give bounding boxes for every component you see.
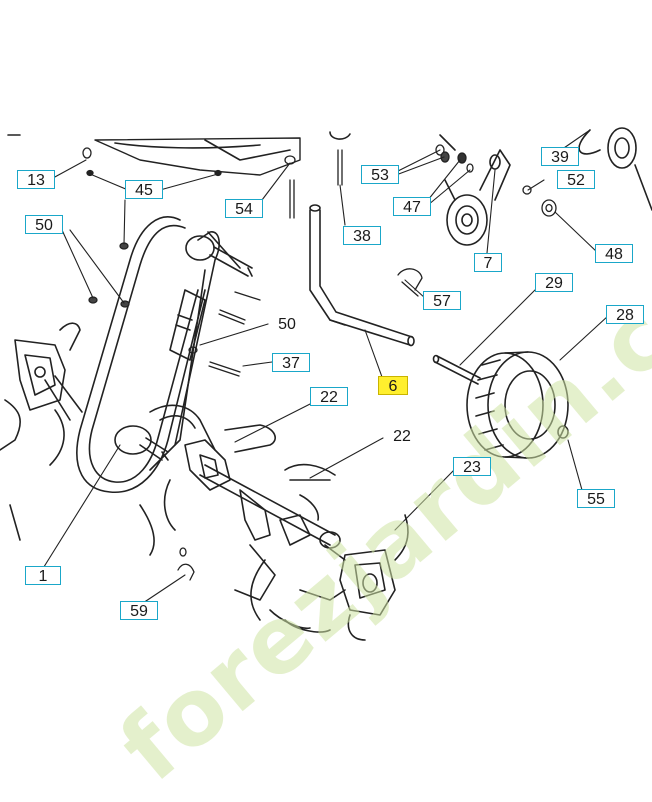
callout-54: 54 [225, 199, 263, 218]
callout-52: 52 [557, 170, 595, 189]
left-tines [0, 322, 83, 541]
callout-47: 47 [393, 197, 431, 216]
callout-1: 1 [25, 566, 61, 585]
callout-22-lower: 22 [393, 428, 411, 445]
right-tines [284, 514, 409, 641]
hardware [82, 144, 557, 581]
callout-6: 6 [378, 376, 408, 395]
callout-37: 37 [272, 353, 310, 372]
callout-23: 23 [453, 457, 491, 476]
leader-lines [41, 129, 609, 606]
wheel-pin-29 [432, 354, 481, 385]
callout-50-center: 50 [278, 316, 296, 333]
callout-57: 57 [423, 291, 461, 310]
callout-22-upper: 22 [310, 387, 348, 406]
callout-59: 59 [120, 601, 158, 620]
tensioner-pulley-7 [444, 149, 511, 246]
top-frame-fragments [7, 127, 652, 211]
callout-48: 48 [595, 244, 633, 263]
callout-39: 39 [541, 147, 579, 166]
transport-wheel-28 [466, 351, 569, 459]
callout-38: 38 [343, 226, 381, 245]
center-tines [139, 404, 341, 630]
callout-45: 45 [125, 180, 163, 199]
wheel-bracket-6 [309, 204, 415, 347]
callout-29: 29 [535, 273, 573, 292]
chain-case-1 [76, 216, 253, 493]
callout-7: 7 [474, 253, 502, 272]
callout-53: 53 [361, 165, 399, 184]
callout-13: 13 [17, 170, 55, 189]
callout-28: 28 [606, 305, 644, 324]
callout-55: 55 [577, 489, 615, 508]
bolts [208, 149, 423, 377]
callout-50-left: 50 [25, 215, 63, 234]
